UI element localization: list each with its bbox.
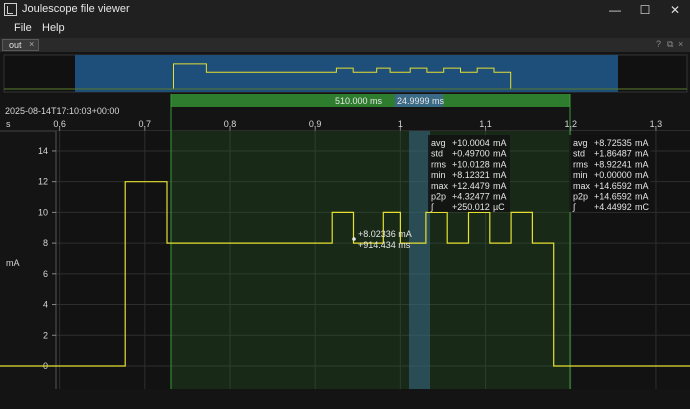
- stat-name: rms: [431, 159, 446, 169]
- stat-unit: mA: [493, 170, 507, 180]
- y-tick-label: 8: [43, 238, 48, 248]
- x-axis-unit: s: [6, 119, 11, 129]
- timestamp-label: 2025-08-14T17:10:03+00:00: [5, 106, 119, 116]
- marker-point: [352, 237, 356, 241]
- stat-name: rms: [573, 159, 588, 169]
- tab-label: out: [9, 40, 22, 50]
- stat-name: min: [573, 170, 588, 180]
- stat-name: std: [573, 149, 585, 159]
- stat-unit: mA: [635, 192, 649, 202]
- title-bar: Joulescope file viewer — ☐ ✕: [0, 0, 690, 20]
- x-tick-label: 0.9: [309, 119, 322, 129]
- tab-out[interactable]: out ×: [2, 39, 39, 51]
- stat-value: +10.0004: [452, 138, 490, 148]
- tab-close-icon[interactable]: ×: [29, 39, 35, 49]
- stats-box-b: [569, 135, 651, 212]
- y-tick-label: 2: [43, 330, 48, 340]
- tab-bar: out × ? ⧉ ×: [0, 38, 690, 52]
- stat-name: ∫: [430, 202, 435, 212]
- stat-name: max: [573, 181, 591, 191]
- float-icon[interactable]: ⧉: [667, 39, 674, 49]
- menu-file[interactable]: File: [14, 22, 32, 34]
- current-trace: [0, 181, 690, 367]
- stat-name: ∫: [572, 202, 577, 212]
- marker-duration: 510.000 ms: [335, 96, 383, 106]
- x-axis: 0.6 0.7 0.8 0.9 1 1.1 1.2 1.3: [53, 119, 662, 131]
- stat-name: avg: [431, 138, 446, 148]
- y-axis-unit: mA: [6, 258, 20, 268]
- x-tick-label: 1.3: [650, 119, 663, 129]
- stat-name: avg: [573, 138, 588, 148]
- app-icon: [4, 3, 17, 16]
- menu-bar: File Help: [0, 20, 690, 38]
- stat-unit: mA: [635, 181, 649, 191]
- stat-value: +8.12321: [452, 170, 490, 180]
- stat-unit: mA: [493, 138, 507, 148]
- x-tick-label: 0.8: [224, 119, 237, 129]
- overview-region[interactable]: [75, 55, 618, 92]
- stat-name: std: [431, 149, 443, 159]
- x-tick-label: 0.6: [53, 119, 66, 129]
- y-tick-label: 14: [38, 146, 48, 156]
- stat-value: +10.0128: [452, 159, 490, 169]
- stat-name: p2p: [573, 192, 588, 202]
- dual-marker-inner[interactable]: [395, 94, 443, 107]
- y-tick-label: 6: [43, 269, 48, 279]
- stat-unit: mA: [635, 159, 649, 169]
- help-icon[interactable]: ?: [656, 39, 662, 49]
- marker-inner-duration: 24.9999 ms: [397, 96, 445, 106]
- stat-value: +14.6592: [594, 192, 632, 202]
- marker-time: +914.434 ms: [358, 240, 411, 250]
- stat-value: +0.49700: [452, 149, 490, 159]
- stat-unit: mA: [635, 170, 649, 180]
- stat-unit: µC: [493, 202, 505, 212]
- x-tick-label: 1.2: [564, 119, 577, 129]
- menu-help[interactable]: Help: [42, 22, 65, 34]
- y-tick-label: 12: [38, 177, 48, 187]
- minimize-button[interactable]: —: [609, 3, 621, 17]
- stat-unit: mA: [493, 181, 507, 191]
- stat-unit: mC: [635, 202, 649, 212]
- stat-value: +8.72535: [594, 138, 632, 148]
- overview-trace: [75, 63, 618, 90]
- stat-value: +8.92241: [594, 159, 632, 169]
- close-button[interactable]: ✕: [669, 3, 681, 17]
- stat-unit: mA: [493, 149, 507, 159]
- dual-marker-bar[interactable]: [171, 94, 570, 107]
- x-tick-label: 1: [398, 119, 403, 129]
- stat-unit: mA: [635, 138, 649, 148]
- marker-value: +8.02336 mA: [358, 229, 412, 239]
- stat-name: min: [431, 170, 446, 180]
- stat-value: +4.44992: [594, 202, 632, 212]
- stat-name: max: [431, 181, 449, 191]
- stat-unit: mA: [493, 192, 507, 202]
- stats-box-a: [428, 135, 510, 212]
- stat-value: +14.6592: [594, 181, 632, 191]
- dock-close-icon[interactable]: ×: [678, 39, 684, 49]
- maximize-button[interactable]: ☐: [639, 3, 651, 17]
- selection-region[interactable]: [171, 131, 570, 389]
- x-tick-label: 1.1: [479, 119, 492, 129]
- stat-value: +12.4479: [452, 181, 490, 191]
- stat-name: p2p: [431, 192, 446, 202]
- stat-value: +4.32477: [452, 192, 490, 202]
- inner-region[interactable]: [409, 131, 430, 389]
- stat-value: +1.86487: [594, 149, 632, 159]
- y-tick-label: 10: [38, 207, 48, 217]
- stat-value: +0.00000: [594, 170, 632, 180]
- y-tick-label: 4: [43, 300, 48, 310]
- window-title: Joulescope file viewer: [22, 3, 130, 15]
- stat-unit: mA: [493, 159, 507, 169]
- x-tick-label: 0.7: [139, 119, 152, 129]
- stat-unit: mA: [635, 149, 649, 159]
- stat-value: +250.012: [452, 202, 490, 212]
